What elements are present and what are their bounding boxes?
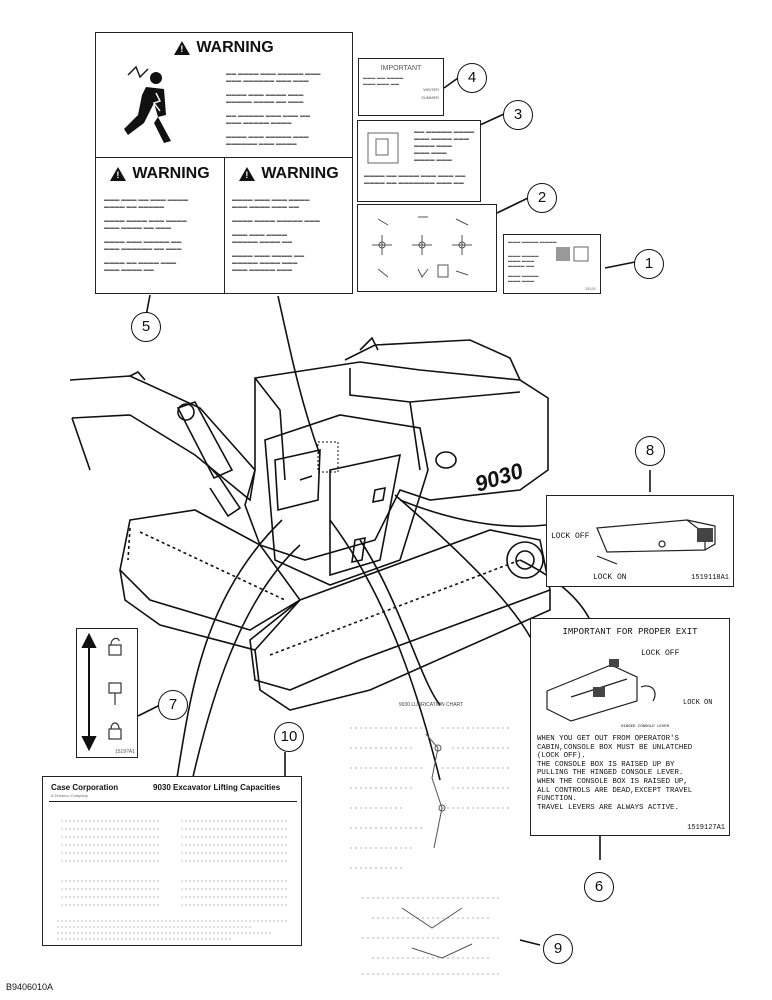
- callout-10: 10: [274, 722, 304, 752]
- warning-triangle-icon: [239, 167, 256, 181]
- callout-7: 7: [158, 690, 188, 720]
- decal-6-line: ALL CONTROLS ARE DEAD,EXCEPT TRAVEL: [537, 786, 693, 795]
- decal-10-lifting-capacities: Case Corporation A Tenneco Company 9030 …: [42, 776, 302, 946]
- figure-id: B9406010A: [6, 982, 54, 992]
- decal-4-word-1: WINTER: [423, 87, 439, 92]
- warning-heading-right: WARNING: [225, 165, 353, 183]
- decal-8-part-number: 1519118A1: [691, 574, 729, 582]
- decal-8-lock-off: LOCK OFF: [551, 532, 590, 541]
- decal-3-console-switch: ▬▬ ▬▬▬▬▬ ▬▬▬▬▬▬▬ ▬▬▬▬ ▬▬▬▬▬▬▬ ▬▬▬▬▬▬ ▬▬▬…: [357, 120, 481, 202]
- warning-heading-left: WARNING: [96, 165, 224, 183]
- decal-6-line: WHEN YOU GET OUT FROM OPERATOR'S: [537, 735, 679, 743]
- decal-5-warning-panel: WARNING ▬▬ ▬▬▬▬ ▬▬▬ ▬▬▬▬▬ ▬▬▬▬▬▬ ▬▬▬▬▬▬ …: [95, 32, 353, 294]
- decal-6-lever-caption: HINGED CONSOLE LEVER: [621, 725, 670, 729]
- decal-10-company: Case Corporation: [51, 783, 119, 792]
- decal-1-label: ▬▬▬ ▬▬▬▬ ▬▬▬▬ ▬▬▬ ▬▬▬▬▬▬▬ ▬▬▬▬▬▬▬ ▬▬▬▬▬ …: [503, 234, 601, 294]
- callout-9: 9: [543, 934, 573, 964]
- decal-6-instructions: WHEN YOU GET OUT FROM OPERATOR'S CABIN,C…: [537, 735, 727, 812]
- decal-7-lock-arrows: 1519?A1: [76, 628, 138, 758]
- warning-triangle-icon: [110, 167, 127, 181]
- decal-4-word-2: SUMMER: [421, 95, 439, 100]
- callout-4: 4: [457, 63, 487, 93]
- decal-6-lock-on: LOCK ON: [683, 699, 713, 707]
- decal-7-part-number: 1519?A1: [114, 749, 135, 755]
- decal-10-title: 9030 Excavator Lifting Capacities: [153, 783, 281, 792]
- electrocution-pictogram: [116, 63, 186, 153]
- callout-2: 2: [527, 183, 557, 213]
- decal-6-line: PULLING THE HINGED CONSOLE LEVER.: [537, 769, 684, 778]
- warning-text-top: ▬▬ ▬▬▬▬ ▬▬▬ ▬▬▬▬▬ ▬▬▬▬▬▬ ▬▬▬▬▬▬ ▬▬▬ ▬▬▬▬…: [226, 71, 321, 147]
- decal-6-line: (LOCK OFF).: [537, 752, 586, 761]
- decal-4-important: IMPORTANT ▬▬▬ ▬▬ ▬▬▬▬▬▬▬ ▬▬▬ ▬▬ WINTER S…: [358, 58, 444, 116]
- warning-text-left: ▬▬▬ ▬▬▬ ▬▬ ▬▬▬ ▬▬▬▬▬▬▬▬ ▬▬ ▬▬▬▬▬▬▬▬▬ ▬▬▬…: [104, 197, 189, 273]
- callout-5: 5: [131, 312, 161, 342]
- decal-6-line: THE CONSOLE BOX IS RAISED UP BY: [537, 760, 675, 769]
- callout-3: 3: [503, 100, 533, 130]
- decal-6-line: TRAVEL LEVERS ARE ALWAYS ACTIVE.: [537, 803, 679, 812]
- decal-10-subtitle: A Tenneco Company: [51, 793, 88, 798]
- decal-6-proper-exit: IMPORTANT FOR PROPER EXIT LOCK OFF LOCK …: [530, 618, 730, 836]
- decal-9-title: 9030 LUBRICATION CHART: [398, 702, 464, 708]
- decal-6-title: IMPORTANT FOR PROPER EXIT: [562, 627, 698, 637]
- decal-6-lock-off: LOCK OFF: [641, 649, 680, 658]
- decal-8-lock-label: LOCK OFF LOCK ON 1519118A1: [546, 495, 734, 587]
- decal-9-lubrication-chart: 9030 LUBRICATION CHART: [342, 700, 520, 982]
- decal-4-title: IMPORTANT: [380, 65, 422, 72]
- decal-6-part-number: 1519127A1: [687, 824, 725, 832]
- callout-1: 1: [634, 249, 664, 279]
- warning-text-right: ▬▬▬▬ ▬▬▬ ▬▬▬ ▬▬▬▬▬▬▬ ▬▬▬▬ ▬▬▬ ▬▬▬▬▬▬ ▬▬▬…: [232, 197, 320, 273]
- warning-triangle-icon: [174, 41, 191, 55]
- decal-8-lock-on: LOCK ON: [593, 573, 627, 582]
- callout-8: 8: [635, 436, 665, 466]
- decal-6-line: CABIN,CONSOLE BOX MUST BE UNLATCHED: [537, 743, 693, 752]
- callout-6: 6: [584, 872, 614, 902]
- decal-6-line: FUNCTION.: [537, 795, 577, 804]
- decal-6-line: WHEN THE CONSOLE BOX IS RAISED UP,: [537, 777, 688, 786]
- decal-1-part-number: 15191: [584, 286, 596, 291]
- warning-heading-top: WARNING: [96, 39, 352, 57]
- decal-2-control-pattern: [357, 204, 497, 292]
